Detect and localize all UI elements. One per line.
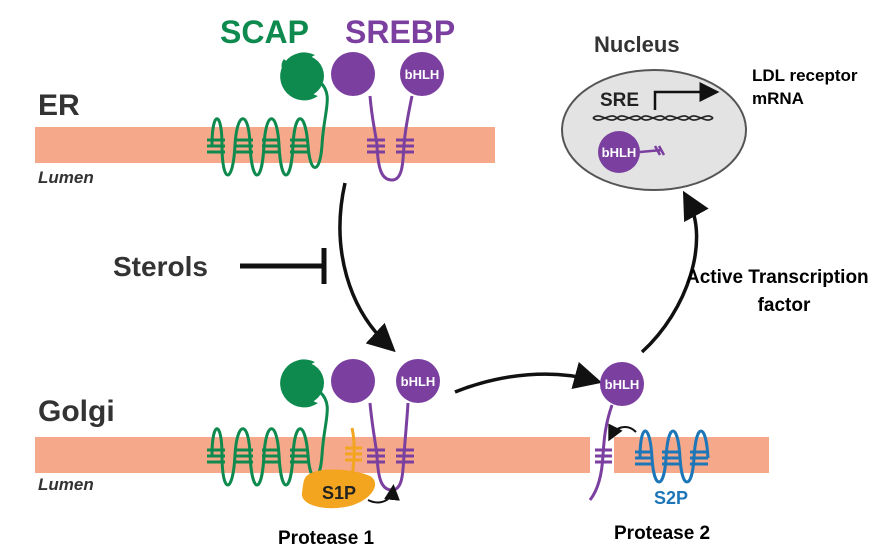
scap-title: SCAP (220, 14, 309, 50)
srebp-golgi-bhlh-domain (396, 359, 440, 403)
sre-label: SRE (600, 90, 639, 111)
srebp-er-bhlh-label: bHLH (405, 67, 440, 82)
s2p-label: S2P (654, 488, 688, 508)
srebp-golgi-bhlh-label: bHLH (401, 374, 436, 389)
protease2-label: Protease 2 (614, 523, 710, 544)
nucleus (561, 69, 747, 191)
transcription-start-arrow (653, 82, 720, 110)
er-label: ER (38, 89, 80, 122)
to-nucleus-arrow (640, 190, 709, 354)
s2p-tm (635, 429, 710, 484)
ldl-label-line1: LDL receptor (752, 66, 858, 85)
active-tf-label-line1: Active Transcription (686, 267, 869, 288)
s1p-label: S1P (322, 483, 356, 503)
protease1-label: Protease 1 (278, 528, 375, 549)
s1p-cleavage-arrow (367, 484, 400, 504)
scap-er-head (282, 55, 324, 97)
dna-helix (592, 115, 714, 121)
golgi-lumen-label: Lumen (38, 475, 94, 494)
er-to-golgi-arrow (338, 182, 396, 353)
nucleus-bhlh-tail (639, 145, 666, 156)
srebp-cleaved-bhlh-label: bHLH (605, 377, 640, 392)
active-tf-label-line2: factor (758, 295, 811, 316)
nucleus-bhlh-label: bHLH (602, 145, 637, 160)
golgi-membrane-left (35, 437, 590, 473)
s2p-cleavage-arrow (608, 423, 637, 442)
srebp-er-bhlh-domain (400, 52, 444, 96)
srebp-cleaved-tm (588, 404, 614, 501)
scap-golgi-head (282, 362, 324, 404)
golgi-membrane-right (614, 437, 769, 473)
srebp-er-reg-domain (331, 52, 375, 96)
nucleus-label: Nucleus (594, 32, 680, 57)
srebp-title: SREBP (345, 14, 455, 50)
srebp-golgi-reg-domain (331, 359, 375, 403)
srebp-cleaved-bhlh-domain (600, 362, 644, 406)
ldl-label-line2: mRNA (752, 89, 804, 108)
srebp-er-tm (367, 95, 414, 182)
golgi-label: Golgi (38, 395, 115, 428)
s1p-protease (301, 469, 376, 509)
sterols-label: Sterols (113, 251, 208, 282)
nucleus-bhlh-domain (598, 131, 640, 173)
er-lumen-label: Lumen (38, 168, 94, 187)
golgi-transfer-arrow (454, 361, 603, 394)
scap-er (207, 59, 329, 177)
